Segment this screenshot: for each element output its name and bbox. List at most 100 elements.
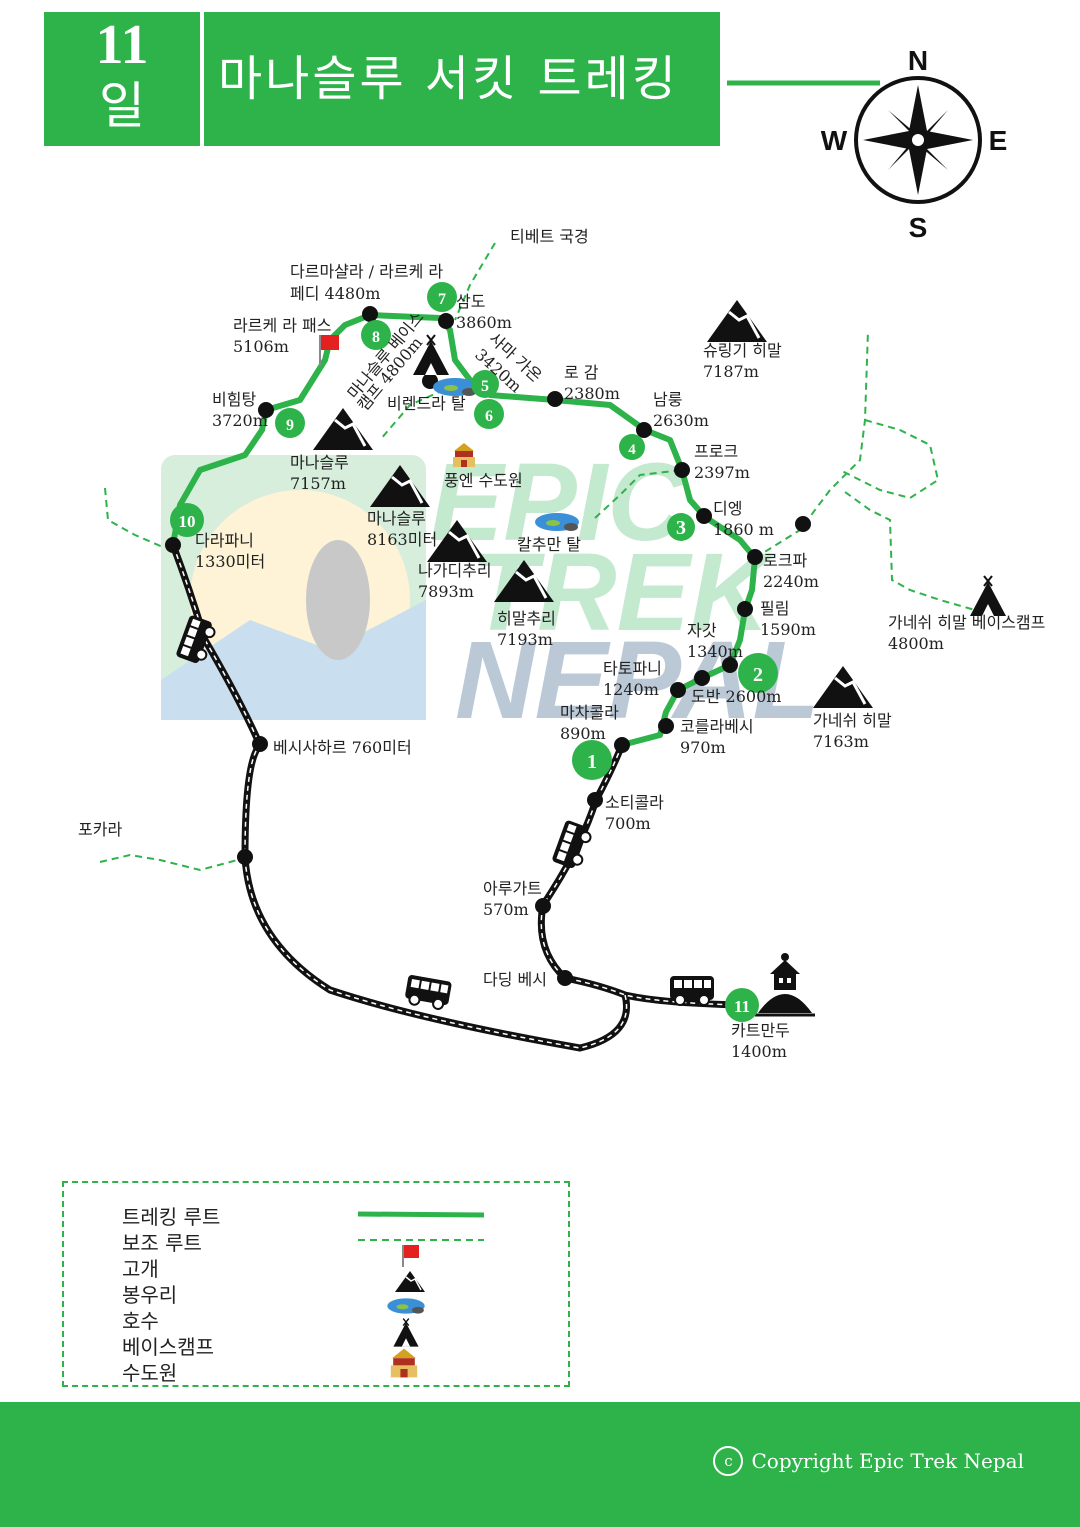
label-lho-alt: 2380m bbox=[564, 384, 620, 403]
label-ganesh-himal: 가네쉬 히말 bbox=[813, 711, 892, 730]
label-dharmasala-alt: 페디 4480m bbox=[290, 284, 380, 303]
legend-label-side-route: 보조 루트 bbox=[122, 1231, 202, 1255]
label-manaslu-7157-alt: 7157m bbox=[290, 474, 346, 493]
day-unit: 일 bbox=[99, 77, 145, 135]
label-kalchuman-lake: 칼추만 탈 bbox=[517, 535, 581, 554]
page-title: 마나슬루 서킷 트레킹 bbox=[204, 12, 720, 146]
label-namrung: 남룽 bbox=[653, 390, 682, 409]
label-prok-alt: 2397m bbox=[694, 463, 750, 482]
day-marker-5: 5 bbox=[471, 370, 499, 398]
label-samdo-alt: 3860m bbox=[456, 313, 512, 332]
copyright-text: Copyright Epic Trek Nepal bbox=[751, 1449, 1024, 1473]
legend-label-lake: 호수 bbox=[122, 1309, 159, 1333]
tent-icon bbox=[392, 1317, 420, 1348]
day-marker-1: 1 bbox=[572, 740, 612, 780]
compass-icon: N S E W bbox=[821, 45, 1008, 243]
label-lho: 로 감 bbox=[564, 363, 599, 382]
svg-text:N: N bbox=[908, 45, 928, 76]
red-flag-icon bbox=[319, 335, 339, 366]
label-khorlabesi: 코를라베시 bbox=[680, 717, 754, 736]
monastery-icon bbox=[390, 1348, 418, 1378]
label-philim-alt: 1590m bbox=[760, 620, 816, 639]
day-number: 11 bbox=[95, 14, 149, 76]
label-kathmandu: 카트만두 bbox=[731, 1021, 790, 1040]
label-khorlabesi-alt: 970m bbox=[680, 738, 726, 757]
day-marker-3: 3 bbox=[667, 513, 695, 541]
day-marker-10: 10 bbox=[170, 503, 204, 537]
svg-text:5: 5 bbox=[481, 378, 489, 395]
svg-text:9: 9 bbox=[286, 417, 294, 434]
bus-icon bbox=[402, 973, 454, 1012]
svg-text:3: 3 bbox=[676, 517, 686, 539]
label-philim: 필림 bbox=[760, 599, 789, 618]
day-marker-7: 7 bbox=[427, 282, 457, 312]
label-lokpa-alt: 2240m bbox=[763, 572, 819, 591]
svg-text:E: E bbox=[989, 125, 1008, 156]
svg-text:8: 8 bbox=[372, 329, 380, 346]
label-pungyen: 풍엔 수도원 bbox=[444, 471, 523, 490]
label-tatopani-alt: 1240m bbox=[603, 680, 659, 699]
label-tatopani: 타토파니 bbox=[603, 659, 662, 678]
label-doban: 도반 2600m bbox=[691, 687, 781, 706]
label-bimthang-alt: 3720m bbox=[212, 411, 268, 430]
label-besisahar: 베시사하르 760미터 bbox=[273, 738, 412, 757]
label-ngadi-chuli: 나가디추리 bbox=[418, 561, 492, 580]
map-legend: 트레킹 루트 보조 루트 고개 봉우리 호수 베이스캠프 수도원 bbox=[62, 1181, 570, 1387]
mountain-icon bbox=[394, 1270, 426, 1293]
label-machha-khola: 마차콜라 bbox=[560, 703, 619, 722]
day-markers: 1 2 3 4 5 6 7 8 9 10 11 bbox=[170, 282, 778, 1022]
svg-text:1: 1 bbox=[587, 751, 597, 773]
label-namrung-alt: 2630m bbox=[653, 411, 709, 430]
day-marker-9: 9 bbox=[275, 408, 305, 438]
day-marker-4: 4 bbox=[619, 434, 645, 460]
label-dharapani: 다라파니 bbox=[195, 531, 254, 550]
label-dading-besi: 다딩 베시 bbox=[483, 970, 547, 989]
label-himalchuli-alt: 7193m bbox=[497, 630, 553, 649]
legend-label-trek-route: 트레킹 루트 bbox=[122, 1205, 221, 1229]
label-lokpa: 로크파 bbox=[763, 551, 807, 570]
footer: c Copyright Epic Trek Nepal bbox=[0, 1402, 1080, 1527]
label-himalchuli: 히말추리 bbox=[497, 609, 556, 628]
day-badge: 11 일 bbox=[44, 12, 200, 146]
label-samdo: 삼도 bbox=[456, 292, 485, 311]
label-ngadi-chuli-alt: 7893m bbox=[418, 582, 474, 601]
label-ganesh-himal-alt: 7163m bbox=[813, 732, 869, 751]
label-ganesh-bc: 가네쉬 히말 베이스캠프 bbox=[888, 613, 1045, 632]
svg-text:S: S bbox=[909, 212, 928, 243]
mountain-icon bbox=[705, 298, 769, 344]
mountain-icon bbox=[811, 664, 875, 710]
label-arughat: 아루가트 bbox=[483, 879, 542, 898]
label-larke-pass: 라르케 라 패스 bbox=[233, 316, 332, 335]
lake-icon bbox=[535, 513, 579, 531]
tent-icon bbox=[969, 575, 1007, 617]
label-manaslu-8163-alt: 8163미터 bbox=[367, 530, 437, 549]
label-shringi: 슈링기 히말 bbox=[703, 341, 782, 360]
label-arughat-alt: 570m bbox=[483, 900, 529, 919]
label-dharmasala: 다르마샬라 / 라르케 라 bbox=[290, 262, 443, 281]
svg-text:4: 4 bbox=[628, 442, 636, 458]
red-flag-icon bbox=[402, 1245, 419, 1267]
day-marker-8: 8 bbox=[361, 320, 391, 350]
label-jagat-alt: 1340m bbox=[687, 642, 743, 661]
label-jagat: 자갓 bbox=[687, 621, 717, 640]
label-manaslu-7157: 마나슬루 bbox=[290, 453, 349, 472]
label-soti-khola-alt: 700m bbox=[605, 814, 651, 833]
legend-label-basecamp: 베이스캠프 bbox=[122, 1335, 214, 1359]
label-bimthang: 비힘탕 bbox=[212, 390, 256, 409]
trekking-route bbox=[170, 312, 758, 748]
label-manaslu-8163: 마나슬루 bbox=[367, 509, 426, 528]
day-marker-6: 6 bbox=[474, 399, 504, 429]
label-deng: 디엥 bbox=[713, 499, 742, 518]
svg-text:2: 2 bbox=[753, 664, 763, 686]
label-larke-pass-alt: 5106m bbox=[233, 337, 289, 356]
svg-text:6: 6 bbox=[485, 408, 493, 425]
svg-text:10: 10 bbox=[179, 512, 196, 531]
lake-icon bbox=[387, 1298, 425, 1314]
label-shringi-alt: 7187m bbox=[703, 362, 759, 381]
legend-label-peak: 봉우리 bbox=[122, 1283, 178, 1307]
copyright-icon: c bbox=[713, 1446, 744, 1476]
label-kathmandu-alt: 1400m bbox=[731, 1042, 787, 1061]
waypoints bbox=[165, 306, 811, 986]
